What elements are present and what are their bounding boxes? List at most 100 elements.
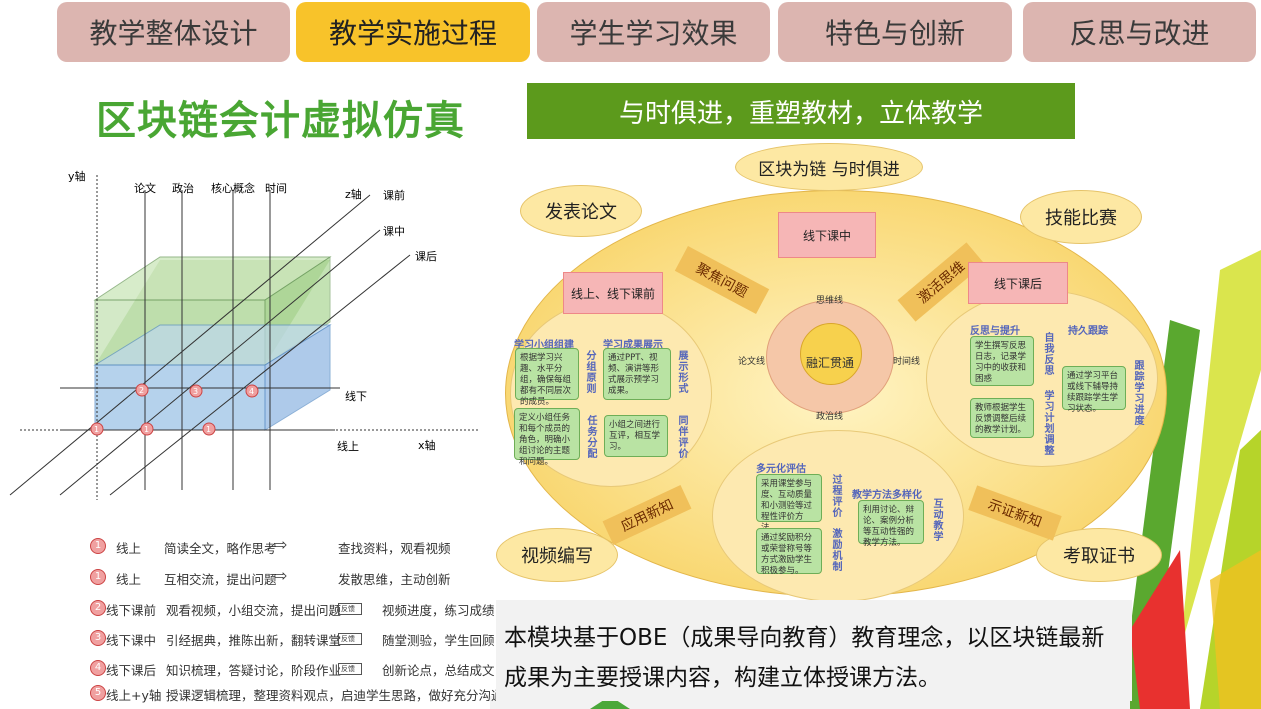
legend-a: 互相交流，提出问题 (164, 572, 277, 587)
description-box: 本模块基于OBE（成果导向教育）教育理念，以区块链最新成果为主要授课内容，构建立… (496, 600, 1132, 701)
left-card1: 根据学习兴趣、水平分组，确保每组都有不同层次的成员。 (515, 348, 579, 407)
legend-label: 线上 (116, 541, 142, 556)
marker-label-1b: 1 (144, 425, 150, 434)
right-card2: 教师根据学生反馈调整后续的教学计划。 (970, 398, 1034, 438)
bottom-card1: 采用课堂参与度、互动质量和小测验等过程性评价方法。 (756, 474, 822, 533)
legend-label: 线下课中 (106, 633, 157, 648)
tab-implementation[interactable]: 教学实施过程 (296, 2, 530, 62)
arrow-icon: ⇨ (274, 566, 288, 585)
legend-b: 创新论点，总结成文 (382, 663, 495, 678)
legend-label: 线上 (116, 572, 142, 587)
tab-features[interactable]: 特色与创新 (778, 2, 1012, 62)
feedback-arrow: 反馈 (338, 633, 362, 645)
marker-1b (140, 422, 154, 436)
box-after-class: 线下课后 (968, 262, 1068, 304)
legend-label: 线上+y轴 (106, 688, 162, 703)
feedback-arrow: 反馈 (338, 663, 362, 675)
legend-a: 观看视频，小组交流，提出问题 (166, 603, 342, 618)
marker-2 (135, 383, 149, 397)
y-axis-label: y轴 (68, 170, 86, 183)
legend-num: 2 (90, 600, 106, 616)
bottom-sec2: 教学方法多样化 (852, 490, 922, 501)
legend-num: 1 (90, 569, 106, 585)
left-sec1: 学习小组组建 (514, 340, 574, 351)
marker-label-1c: 1 (206, 425, 212, 434)
line-time: 时间线 (893, 357, 921, 367)
left-v2: 展示形式 (676, 350, 687, 394)
right-v1: 自我反思 (1042, 332, 1053, 376)
legend-label: 线下课前 (106, 603, 157, 618)
page-title: 区块链会计虚拟仿真 (96, 98, 465, 144)
oval-competition: 技能比赛 (1020, 190, 1142, 244)
marker-label-1a: 1 (94, 425, 100, 434)
legend-num: 4 (90, 660, 106, 676)
left-sec2: 学习成果展示 (603, 340, 663, 351)
label-online: 线上 (337, 440, 359, 453)
oval-certificate: 考取证书 (1036, 528, 1162, 582)
line-paper: 论文线 (738, 357, 766, 367)
feedback-arrow: 反馈 (338, 603, 362, 615)
bottom-sec1: 多元化评估 (756, 464, 806, 475)
banner: 与时俱进，重塑教材，立体教学 (527, 83, 1075, 139)
box-before-class: 线上、线下课前 (563, 272, 663, 314)
top-label-time: 时间 (265, 182, 287, 195)
marker-label-2: 2 (139, 386, 145, 395)
marker-4 (245, 384, 259, 398)
left-v4: 同伴评价 (676, 415, 687, 459)
left-v1: 分组原则 (584, 350, 595, 394)
bottom-v1: 过程评价 (830, 474, 841, 518)
top-label-politics: 政治 (172, 182, 194, 195)
right-v2: 学习计划调整 (1042, 390, 1053, 456)
legend-label: 线下课后 (106, 663, 157, 678)
marker-label-3: 3 (193, 387, 199, 396)
bottom-v3: 互动教学 (931, 498, 942, 542)
line-thinking: 思维线 (816, 296, 844, 306)
marker-3 (189, 384, 203, 398)
decorative-shards (1120, 250, 1261, 709)
tab-reflection[interactable]: 反思与改进 (1023, 2, 1256, 62)
center-face (800, 323, 862, 385)
x-axis-label: x轴 (418, 439, 436, 452)
right-card1: 学生撰写反思日志，记录学习中的收获和困惑 (970, 336, 1034, 386)
top-label-paper: 论文 (134, 182, 156, 195)
right-sec2: 持久跟踪 (1068, 326, 1108, 337)
left-v3: 任务分配 (585, 415, 596, 459)
label-after-class: 课后 (415, 250, 437, 263)
label-in-class: 课中 (383, 225, 405, 238)
oval-video: 视频编写 (496, 528, 618, 582)
top-label-concept: 核心概念 (211, 182, 255, 195)
legend-b: 发散思维，主动创新 (338, 572, 451, 587)
legend-b: 查找资料，观看视频 (338, 541, 451, 556)
left-card3: 定义小组任务和每个成员的角色，明确小组讨论的主题和问题。 (514, 408, 580, 467)
z-axis-label: z轴 (345, 188, 362, 201)
legend-a: 授课逻辑梳理，整理资料观点，启迪学生思路，做好充分沟通 (166, 688, 504, 703)
cube-diagram (9, 175, 480, 500)
legend-num: 3 (90, 630, 106, 646)
tab-learning-effect[interactable]: 学生学习效果 (537, 2, 770, 62)
line-politics: 政治线 (816, 412, 844, 422)
legend-num: 5 (90, 685, 106, 701)
right-sec1: 反思与提升 (970, 326, 1020, 337)
legend-b: 随堂测验，学生回顾 (382, 633, 495, 648)
left-card2: 通过PPT、视频、演讲等形式展示预学习成果。 (603, 348, 671, 400)
bottom-v2: 激励机制 (830, 528, 841, 572)
right-card3: 通过学习平台或线下辅导持续跟踪学生学习状态。 (1062, 366, 1126, 414)
box-in-class: 线下课中 (778, 212, 876, 258)
bottom-card3: 利用讨论、辩论、案例分析等互动性强的教学方法。 (858, 500, 924, 548)
legend-b: 视频进度，练习成绩 (382, 603, 495, 618)
tab-overall-design[interactable]: 教学整体设计 (57, 2, 290, 62)
legend-a: 知识梳理，答疑讨论，阶段作业 (166, 663, 342, 678)
label-offline: 线下 (345, 390, 367, 403)
legend-a: 简读全文，略作思考 (164, 541, 277, 556)
right-v3: 跟踪学习进度 (1132, 360, 1143, 426)
top-oval: 区块为链 与时俱进 (735, 143, 923, 191)
arrow-icon: ⇨ (274, 535, 288, 554)
bottom-card2: 通过奖励积分或荣誉称号等方式激励学生积极参与。 (756, 528, 822, 576)
legend-num: 1 (90, 538, 106, 554)
oval-paper: 发表论文 (520, 185, 642, 237)
marker-1a (90, 422, 104, 436)
marker-label-4: 4 (249, 387, 255, 396)
left-card4: 小组之间进行互评，相互学习。 (604, 415, 668, 457)
center-label: 融汇贯通 (805, 356, 854, 370)
legend-a: 引经据典，推陈出新，翻转课堂 (166, 633, 342, 648)
